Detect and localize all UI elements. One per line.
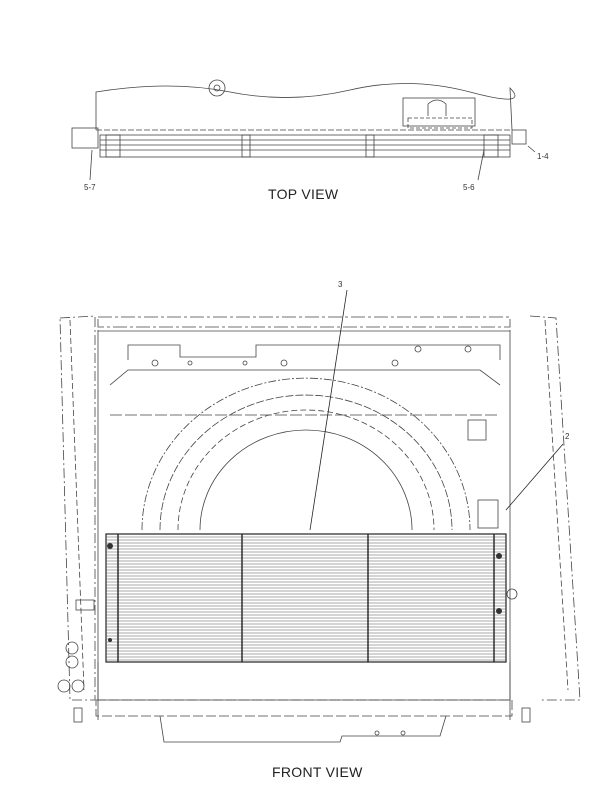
front-view-lower <box>57 289 564 743</box>
top-view-title: TOP VIEW <box>268 186 339 202</box>
callout-3: 3 <box>338 280 343 289</box>
callout-1-4: 1-4 <box>537 152 549 161</box>
top-view-drawing <box>71 79 536 181</box>
condenser-fins <box>106 536 506 661</box>
callout-5-7: 5-7 <box>84 183 96 192</box>
callout-2: 2 <box>565 432 570 441</box>
front-view-title: FRONT VIEW <box>272 764 363 780</box>
condenser-dividers <box>117 534 495 662</box>
callout-5-6: 5-6 <box>463 183 475 192</box>
bolts <box>107 543 502 642</box>
front-view-drawing <box>59 315 581 720</box>
